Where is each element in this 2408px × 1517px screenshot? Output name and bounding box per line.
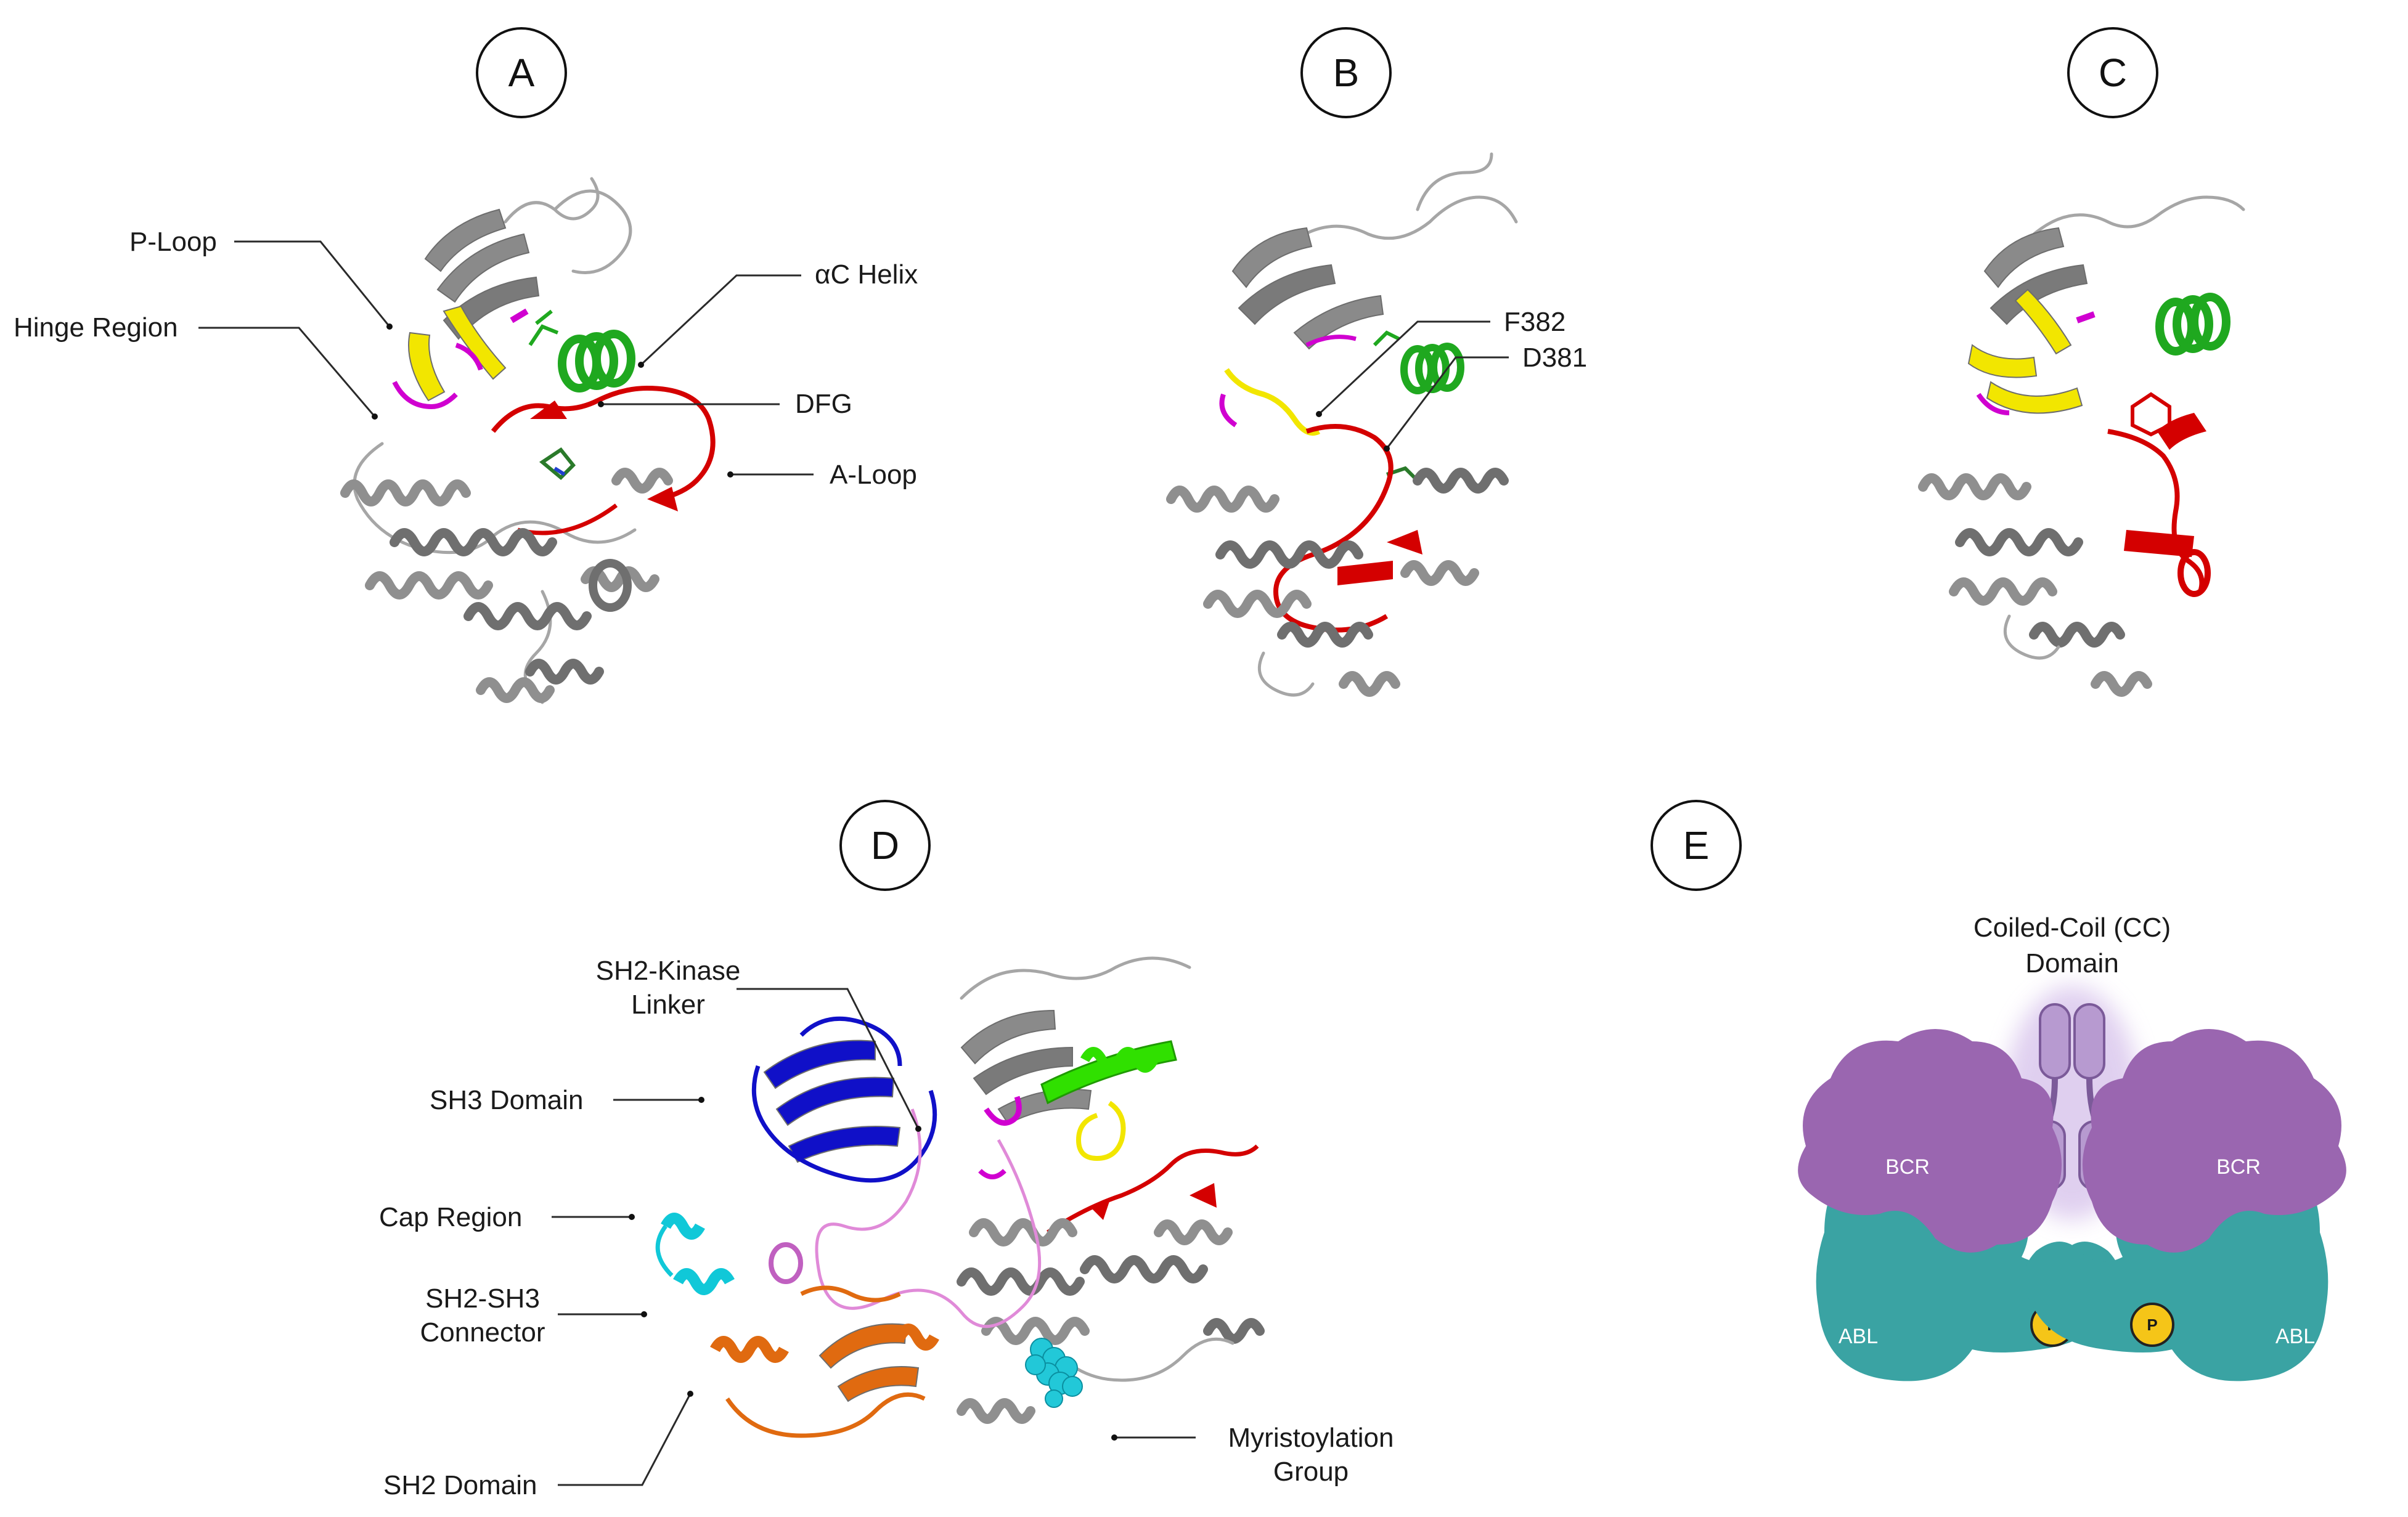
leader-hinge-region-dot	[372, 413, 378, 420]
label-ac-helix: αC Helix	[815, 259, 918, 290]
panel-d-badge	[839, 800, 931, 891]
panel-b: B	[1166, 27, 1587, 697]
leader-hinge-region	[198, 327, 376, 417]
panel-a-badge	[476, 27, 567, 118]
panel-d-letter: D	[871, 823, 899, 868]
label-sh3-domain: SH3 Domain	[430, 1085, 583, 1115]
leader-sh3-domain-dot	[698, 1097, 704, 1103]
leader-dfg-dot	[598, 401, 604, 407]
panel-d-structure	[655, 956, 1265, 1438]
panel-c-letter: C	[2099, 51, 2127, 95]
label-coiled-coil-line2: Domain	[2025, 948, 2119, 978]
panel-e-badge	[1651, 800, 1742, 891]
right-fusion-protein: BCR ABL P	[2024, 1029, 2346, 1381]
label-abl-right: ABL	[2275, 1325, 2315, 1348]
myristoyl-spheres	[1025, 1338, 1083, 1408]
leader-sh2-kinase-linker	[737, 988, 920, 1129]
label-d381: D381	[1522, 343, 1587, 373]
label-p-loop: P-Loop	[129, 227, 217, 257]
panel-b-structure	[1166, 152, 1518, 697]
right-bcr-blob	[2083, 1029, 2346, 1253]
panel-a: A	[14, 27, 918, 704]
leader-d381	[1386, 356, 1509, 449]
panel-a-letter: A	[508, 51, 535, 95]
panel-b-badge	[1300, 27, 1392, 118]
label-hinge-region: Hinge Region	[14, 312, 178, 343]
leader-sh2-domain	[558, 1393, 692, 1486]
left-bcr-blob	[1798, 1029, 2062, 1253]
phospho-right	[2130, 1303, 2174, 1347]
leader-sh2-sh3-connector-dot	[641, 1311, 647, 1317]
label-sh2-sh3-connector-line2: Connector	[420, 1317, 545, 1348]
leader-a-loop-dot	[727, 471, 733, 478]
panel-d: D	[379, 800, 1394, 1500]
label-myristoylation-line1: Myristoylation	[1228, 1423, 1394, 1453]
panel-c-badge	[2067, 27, 2158, 118]
panel-c-structure	[1918, 195, 2245, 697]
panel-b-letter: B	[1333, 51, 1360, 95]
panel-a-structure	[340, 177, 716, 704]
label-cap-region: Cap Region	[379, 1202, 522, 1232]
leader-p-loop	[234, 240, 391, 327]
label-dfg: DFG	[795, 389, 852, 419]
leader-ac-helix-dot	[638, 362, 644, 368]
panel-e-letter: E	[1683, 823, 1710, 868]
label-sh2-kinase-linker-line2: Linker	[631, 990, 705, 1020]
label-abl-left: ABL	[1839, 1325, 1878, 1348]
leader-d381-dot	[1384, 445, 1390, 452]
label-coiled-coil-line1: Coiled-Coil (CC)	[1973, 913, 2171, 943]
leader-p-loop-dot	[386, 323, 393, 330]
leader-myristoylation-dot	[1111, 1434, 1117, 1441]
label-f382: F382	[1504, 307, 1565, 337]
label-bcr-left: BCR	[1885, 1155, 1930, 1179]
label-bcr-right: BCR	[2216, 1155, 2261, 1179]
leader-f382	[1318, 320, 1490, 415]
label-myristoylation-line2: Group	[1273, 1457, 1349, 1487]
panel-e: E Coiled-Coil (CC) Domain BCR ABL P	[1651, 800, 2346, 1381]
label-sh2-domain: SH2 Domain	[383, 1470, 537, 1500]
label-p-right: P	[2147, 1316, 2157, 1334]
leader-ac-helix	[640, 274, 801, 366]
leader-sh2-domain-dot	[687, 1391, 693, 1397]
leader-cap-region-dot	[629, 1214, 635, 1220]
label-sh2-kinase-linker-line1: SH2-Kinase	[596, 956, 741, 986]
label-a-loop: A-Loop	[830, 460, 917, 490]
leader-f382-dot	[1316, 411, 1322, 417]
label-sh2-sh3-connector-line1: SH2-SH3	[425, 1283, 540, 1314]
leader-sh2-kinase-linker-dot	[915, 1126, 921, 1132]
panel-c: C	[1918, 27, 2245, 697]
